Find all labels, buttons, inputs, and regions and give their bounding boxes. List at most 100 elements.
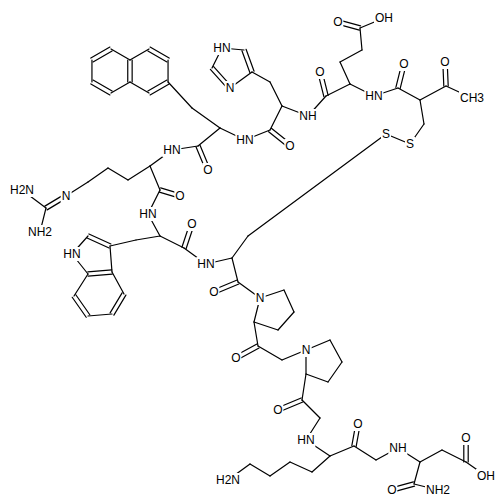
atom-label: HN — [212, 41, 231, 55]
atom-label: O — [314, 65, 325, 79]
atom-label: H2N — [215, 473, 241, 487]
atom-label: HN — [296, 433, 315, 447]
bond-line — [150, 47, 169, 58]
bond-line — [302, 374, 306, 400]
bond-line — [420, 450, 442, 462]
atom-label: NH2 — [425, 483, 451, 497]
atom-label: NH — [388, 441, 407, 455]
atom-label: HN — [235, 133, 254, 147]
atom-label: O — [386, 483, 397, 497]
bond-line — [258, 346, 282, 360]
bond-line — [354, 446, 376, 460]
bond-line — [89, 234, 111, 244]
bond-line — [232, 258, 238, 282]
bond-line — [168, 82, 192, 108]
atom-label: O — [460, 431, 471, 445]
bond-line — [91, 47, 110, 58]
bond-line — [93, 51, 112, 62]
bond-line — [150, 166, 160, 190]
bond-line — [306, 374, 328, 382]
atom-label: N — [225, 81, 236, 95]
atom-label: O — [272, 403, 283, 417]
bond-line — [87, 238, 109, 248]
bond-line — [88, 270, 112, 272]
bond-line — [150, 84, 169, 95]
bond-line — [72, 297, 86, 317]
bond-line — [270, 462, 290, 476]
bond-line — [330, 446, 354, 456]
bond-line — [74, 274, 88, 296]
atom-label: N — [301, 343, 312, 357]
atom-label: HN — [196, 257, 215, 271]
bond-line — [88, 274, 112, 276]
bond-line — [128, 166, 150, 180]
bond-line — [110, 240, 136, 246]
bond-line — [360, 28, 362, 50]
bond-line — [242, 51, 250, 73]
atom-label: NH2 — [27, 225, 53, 239]
atom-label: HN — [62, 247, 81, 261]
bond-line — [330, 340, 342, 362]
bond-line — [254, 322, 278, 330]
bond-line — [270, 82, 282, 106]
atom-label: OH — [476, 469, 496, 483]
bond-line — [88, 168, 108, 182]
bond-line — [250, 464, 270, 476]
atom-label: NH — [298, 109, 317, 123]
atom-label: O — [332, 15, 343, 29]
bond-line — [420, 100, 424, 124]
bond-line — [290, 462, 312, 472]
atom-label: O — [439, 55, 450, 69]
bond-line — [198, 128, 220, 146]
atom-label: O — [174, 189, 185, 203]
bond-line — [91, 84, 110, 95]
atom-label: HN — [364, 89, 383, 103]
atom-label: N — [61, 189, 72, 203]
atom-label: HN — [162, 143, 181, 157]
bond-line — [398, 88, 420, 100]
atom-label: O — [284, 139, 295, 153]
atom-label: OH — [374, 11, 394, 25]
bond-line — [192, 108, 220, 128]
bond-line — [132, 60, 133, 82]
bond-line — [414, 462, 420, 484]
bond-line — [130, 49, 149, 60]
bond-line — [110, 293, 122, 313]
atom-label: S — [381, 127, 391, 141]
bond-line — [340, 50, 362, 62]
atom-label: HN — [138, 207, 157, 221]
bond-line — [148, 80, 167, 91]
bond-line — [160, 236, 184, 248]
bond-line — [254, 322, 258, 346]
atom-label: O — [352, 417, 363, 431]
atom-label: O — [186, 217, 197, 231]
bond-line — [312, 456, 330, 472]
bond-line — [232, 236, 248, 258]
bond-line — [302, 400, 320, 418]
atom-label: N — [255, 291, 266, 305]
bond-line — [130, 82, 149, 93]
bond-line — [442, 450, 466, 462]
atom-label: CH3 — [459, 91, 485, 105]
bond-line — [326, 84, 350, 96]
bond-line — [340, 62, 350, 84]
atom-label: H2N — [9, 183, 35, 197]
bond-line — [127, 60, 128, 82]
atom-label: O — [230, 351, 241, 365]
bond-line — [136, 236, 160, 240]
bond-line — [167, 60, 168, 82]
atom-label: S — [405, 137, 415, 151]
bond-line — [88, 314, 112, 316]
bond-line — [246, 49, 254, 71]
atom-label: O — [202, 163, 213, 177]
bond-line — [284, 290, 294, 312]
bond-line — [328, 362, 342, 382]
bond-line — [91, 60, 92, 82]
bond-line — [110, 246, 112, 272]
bond-line — [108, 168, 128, 180]
bond-line — [93, 80, 112, 91]
bond-line — [278, 312, 294, 330]
bond-line — [148, 51, 167, 62]
atom-label: O — [208, 285, 219, 299]
